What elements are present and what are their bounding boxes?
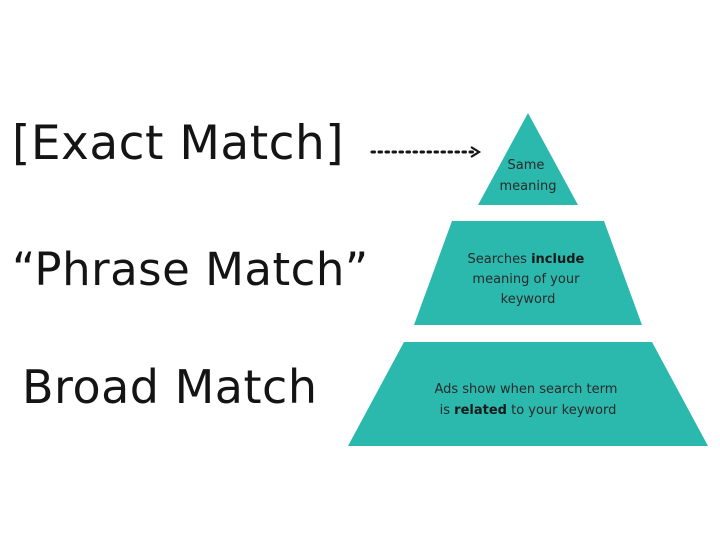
tier-phrase-line3: keyword <box>501 292 556 307</box>
tier-phrase-line2: meaning of your <box>472 272 580 287</box>
pyramid-tier-exact <box>478 113 578 205</box>
tier-broad-text: Ads show when search term is related to … <box>434 382 621 418</box>
tier-exact-text: Same meaning <box>500 158 557 194</box>
broad-match-label: Broad Match <box>22 360 318 414</box>
pyramid-tier-broad <box>348 342 708 446</box>
phrase-match-label: “Phrase Match” <box>12 243 369 296</box>
tier-broad-line2: is related to your keyword <box>440 403 617 418</box>
tier-phrase-line1: Searches include <box>468 252 585 267</box>
tier-exact-line2: meaning <box>500 179 557 194</box>
pyramid-tier-phrase <box>414 221 642 325</box>
tier-phrase-line1-pre: Searches <box>468 252 532 267</box>
tier-phrase-text: Searches include meaning of your keyword <box>468 252 589 307</box>
tier-broad-line2-pre: is <box>440 403 455 418</box>
tier-exact-line1: Same <box>507 158 544 173</box>
tier-broad-line2-post: to your keyword <box>507 403 616 418</box>
tier-broad-line2-bold: related <box>454 403 507 418</box>
tier-broad-line1: Ads show when search term <box>434 382 617 397</box>
tier-phrase-line1-bold: include <box>531 252 584 267</box>
exact-match-label: [Exact Match] <box>12 116 345 171</box>
dotted-arrow-icon <box>370 146 482 158</box>
